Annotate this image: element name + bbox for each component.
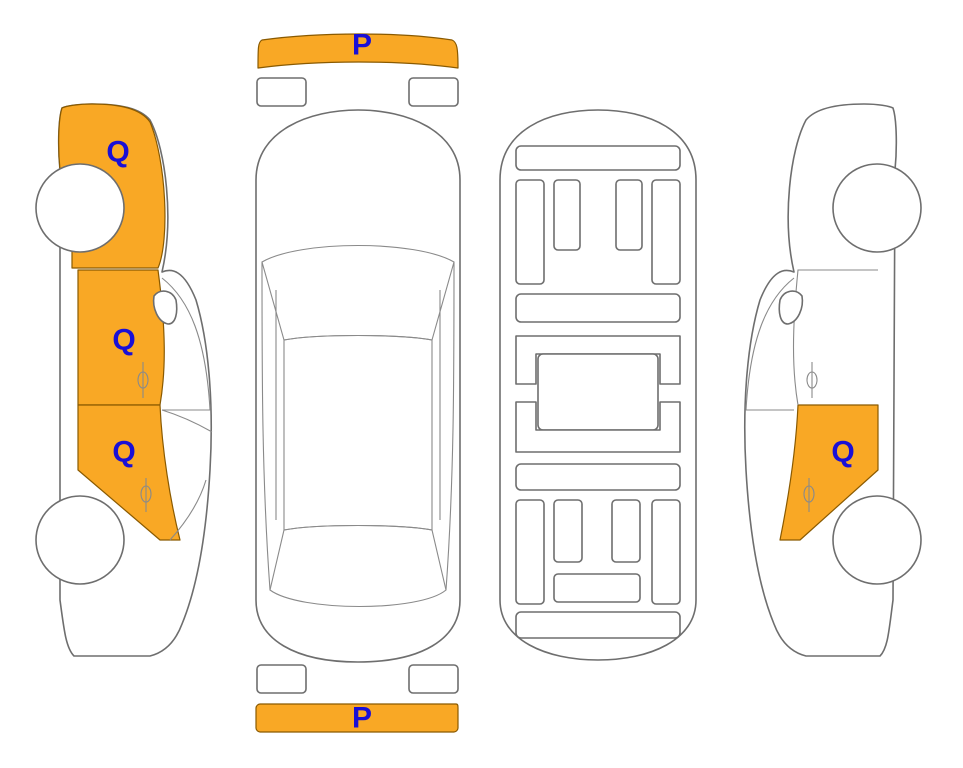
front-bumper-marker: P [352, 29, 372, 62]
left-side-window-line [161, 277, 211, 411]
top-rear-window [269, 524, 447, 608]
left-fender-marker: Q [106, 136, 129, 169]
right-door-handles [803, 362, 818, 512]
right-mirror [778, 290, 804, 325]
underbody-part [515, 401, 681, 453]
underbody-part [515, 293, 681, 323]
front-left-light [256, 77, 307, 107]
right-side-view: Q [743, 103, 922, 657]
right-rear-door-marker: Q [831, 436, 854, 469]
rear-bumper-marker: P [352, 702, 372, 735]
top-side-lines [261, 261, 455, 591]
left-side-view: Q Q Q [35, 103, 213, 657]
underbody-part [553, 179, 581, 251]
underbody-part [553, 573, 641, 603]
right-front-wheel [832, 163, 922, 253]
rear-bumper-panel[interactable] [255, 703, 459, 733]
left-mirror [152, 290, 178, 325]
underbody-part [611, 499, 641, 563]
underbody-part [515, 499, 545, 605]
left-rear-door-marker: Q [112, 436, 135, 469]
front-bumper-panel[interactable] [257, 33, 459, 69]
underbody-view [499, 109, 697, 661]
rear-left-light [256, 664, 307, 694]
right-rear-door-panel[interactable] [779, 404, 879, 541]
underbody-part [515, 463, 681, 491]
underbody-part [515, 335, 681, 385]
right-side-window-line [745, 269, 878, 411]
top-body-outline[interactable] [255, 109, 461, 663]
rear-right-light [408, 664, 459, 694]
left-door-handles [137, 362, 152, 512]
front-right-light [408, 77, 459, 107]
left-front-wheel [35, 163, 125, 253]
left-rear-wheel [35, 495, 125, 585]
underbody-part [515, 611, 681, 639]
underbody-part [615, 179, 643, 251]
top-view: P P [255, 29, 461, 735]
right-rear-wheel [832, 495, 922, 585]
left-side-window-line-2 [161, 409, 213, 541]
underbody-part [553, 499, 583, 563]
underbody-part [537, 353, 659, 431]
left-rear-door-panel[interactable] [77, 404, 181, 541]
underbody-part [651, 179, 681, 285]
underbody-part [515, 145, 681, 171]
underbody-part [651, 499, 681, 605]
underbody-part [515, 179, 545, 285]
left-front-door-marker: Q [112, 324, 135, 357]
